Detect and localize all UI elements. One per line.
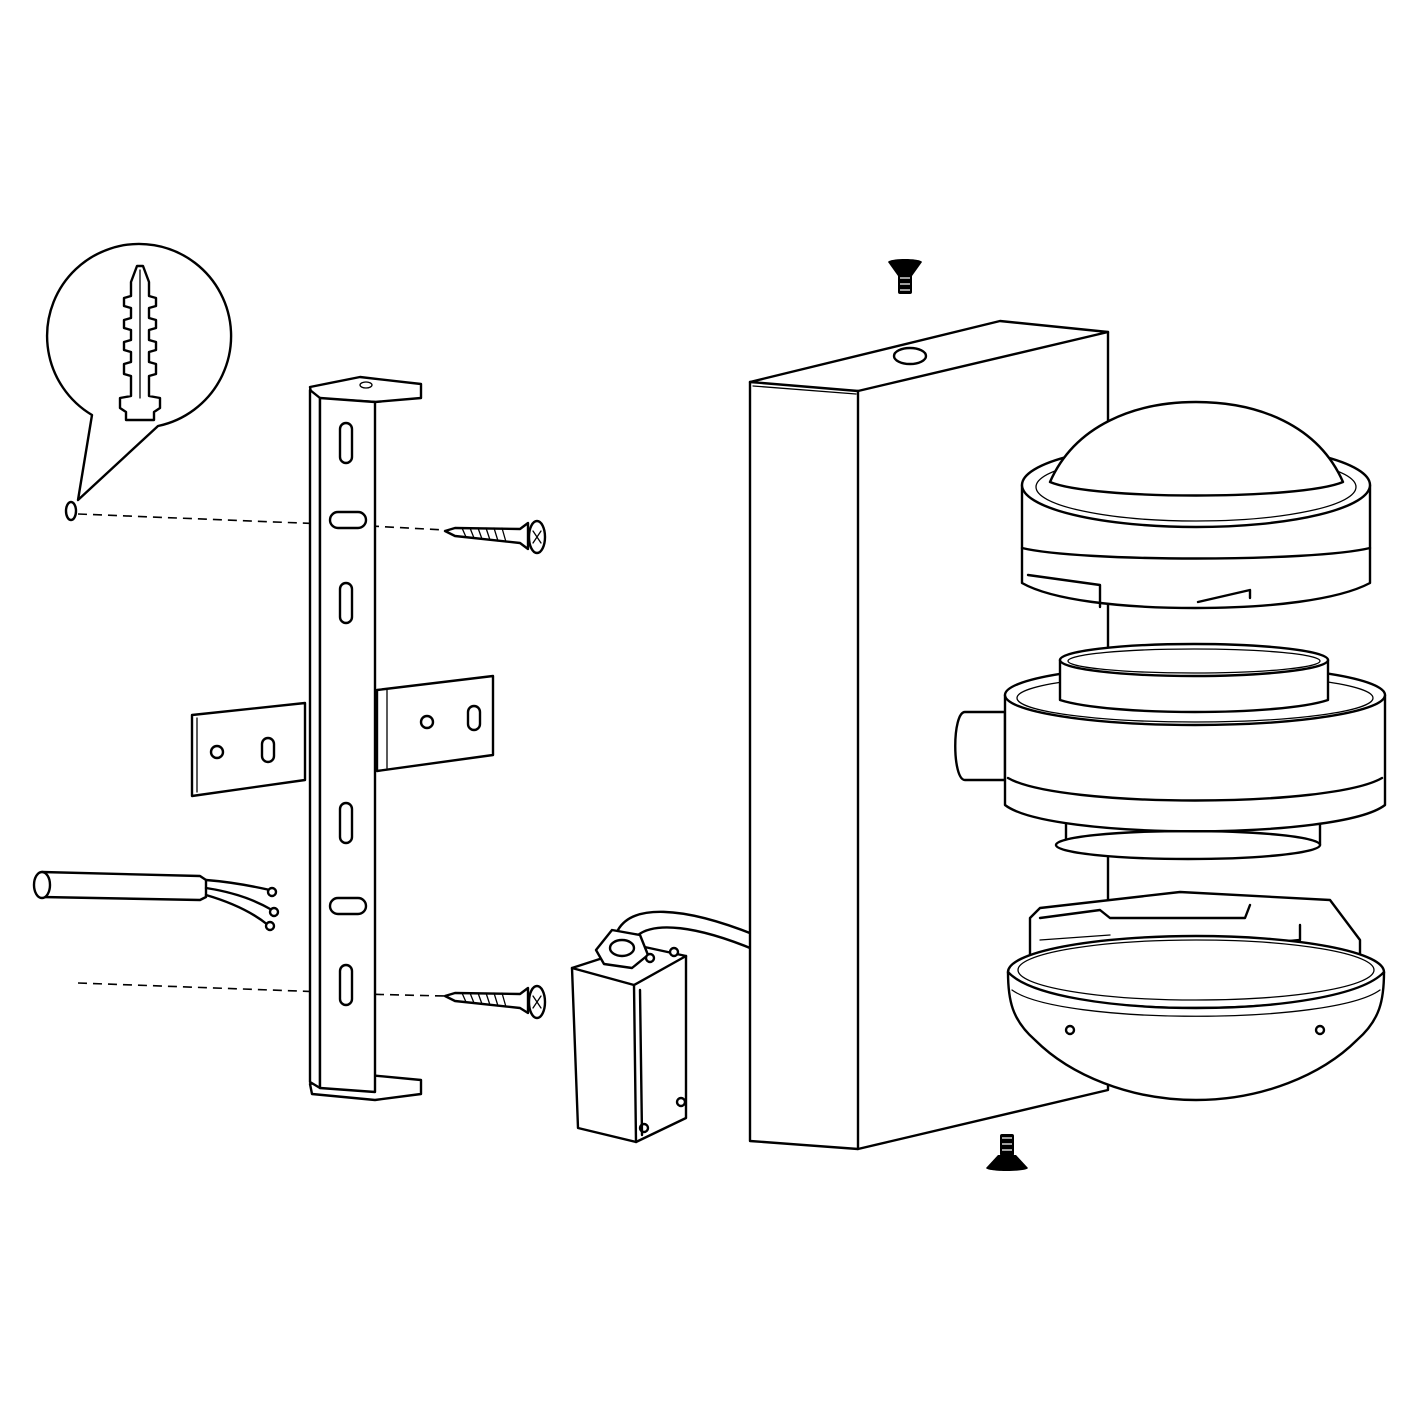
mounting-bracket-icon [190, 375, 495, 1102]
alignment-lines [77, 513, 446, 997]
wall-plug-detail-icon [45, 242, 233, 522]
countersunk-screw-icon [888, 259, 922, 294]
wood-screw-icon [443, 984, 547, 1020]
lamp-ring-icon [954, 642, 1387, 861]
power-cable-icon [32, 870, 280, 932]
countersunk-screw-icon [986, 1134, 1028, 1171]
dome-cover-icon [1020, 400, 1372, 610]
junction-box-icon [570, 910, 757, 1144]
wood-screw-icon [443, 519, 547, 555]
housing-box-icon [748, 319, 1110, 1151]
lower-dome-icon [1006, 890, 1386, 1102]
